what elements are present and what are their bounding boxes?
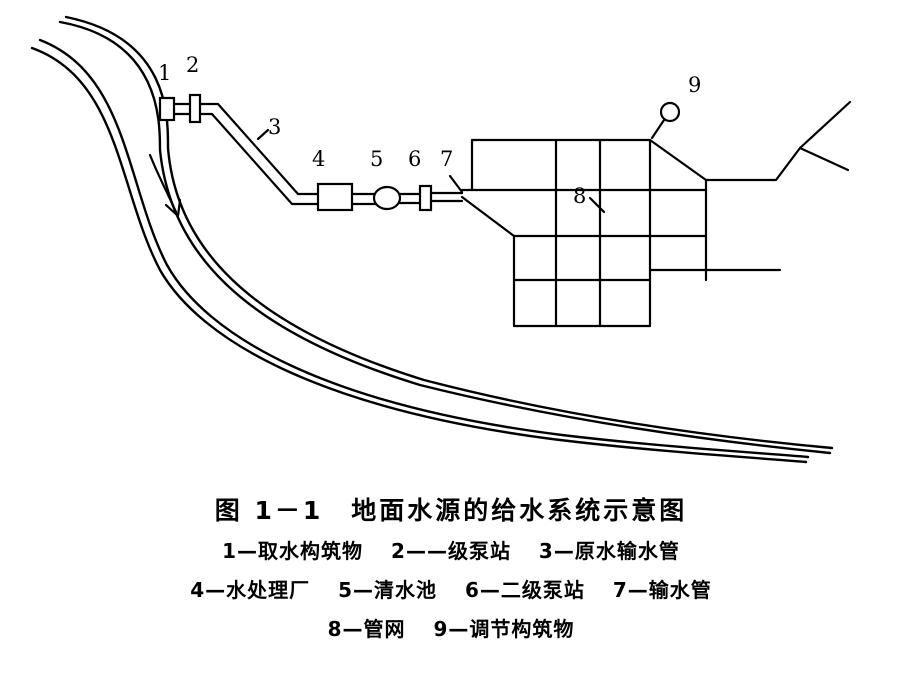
transmission-pipe-7-diag <box>460 195 516 238</box>
river-bank-outer-1 <box>58 20 832 455</box>
intake-structure-1 <box>158 96 176 122</box>
label-leader-3 <box>256 128 270 141</box>
water-supply-diagram: 1 2 3 4 5 6 7 8 9 <box>30 15 852 464</box>
raw-water-pipe-3b <box>198 112 320 206</box>
legend-line-3: 8—管网 9—调节构筑物 <box>0 619 902 639</box>
legend-item-6: 6—二级泵站 <box>464 578 585 602</box>
legend-item-9: 9—调节构筑物 <box>433 617 575 641</box>
figure-caption: 图 1－1 地面水源的给水系统示意图 1—取水构筑物 2——级泵站 3—原水输水… <box>0 498 902 658</box>
legend-item-5: 5—清水池 <box>338 578 438 602</box>
label-8: 8 <box>573 184 586 208</box>
label-6: 6 <box>408 147 421 171</box>
river-bank-inner-1 <box>30 46 808 464</box>
label-leader-8 <box>588 196 606 214</box>
clear-water-reservoir-5 <box>372 185 402 211</box>
legend-item-2: 2——级泵站 <box>391 539 511 563</box>
raw-water-pipe-3a <box>198 102 320 196</box>
label-3: 3 <box>268 115 281 139</box>
label-4: 4 <box>312 147 325 171</box>
label-9: 9 <box>688 73 701 97</box>
legend-line-2: 4—水处理厂 5—清水池 6—二级泵站 7—输水管 <box>0 580 902 600</box>
legend-item-7: 7—输水管 <box>612 578 712 602</box>
legend-item-4: 4—水处理厂 <box>190 578 311 602</box>
first-pump-station-2 <box>188 93 202 124</box>
regulating-connector <box>650 118 666 140</box>
label-5: 5 <box>370 147 383 171</box>
legend-line-1: 1—取水构筑物 2——级泵站 3—原水输水管 <box>0 541 902 561</box>
label-leader-7 <box>448 174 464 194</box>
second-pump-station-6 <box>418 184 433 212</box>
river-bank-inner-2 <box>38 38 810 459</box>
pipe-network-8 <box>460 100 852 328</box>
legend-item-8: 8—管网 <box>327 617 406 641</box>
flow-arrow-head <box>164 198 182 218</box>
label-2: 2 <box>186 53 199 77</box>
regulating-structure-9 <box>659 101 681 123</box>
water-treatment-plant-4 <box>316 182 354 212</box>
label-7: 7 <box>440 147 453 171</box>
river-bank-outer-2 <box>64 15 834 450</box>
legend-item-3: 3—原水输水管 <box>538 539 680 563</box>
figure-title: 图 1－1 地面水源的给水系统示意图 <box>214 496 688 525</box>
flow-arrow <box>148 153 178 214</box>
legend-item-1: 1—取水构筑物 <box>222 539 364 563</box>
label-1: 1 <box>158 61 171 85</box>
